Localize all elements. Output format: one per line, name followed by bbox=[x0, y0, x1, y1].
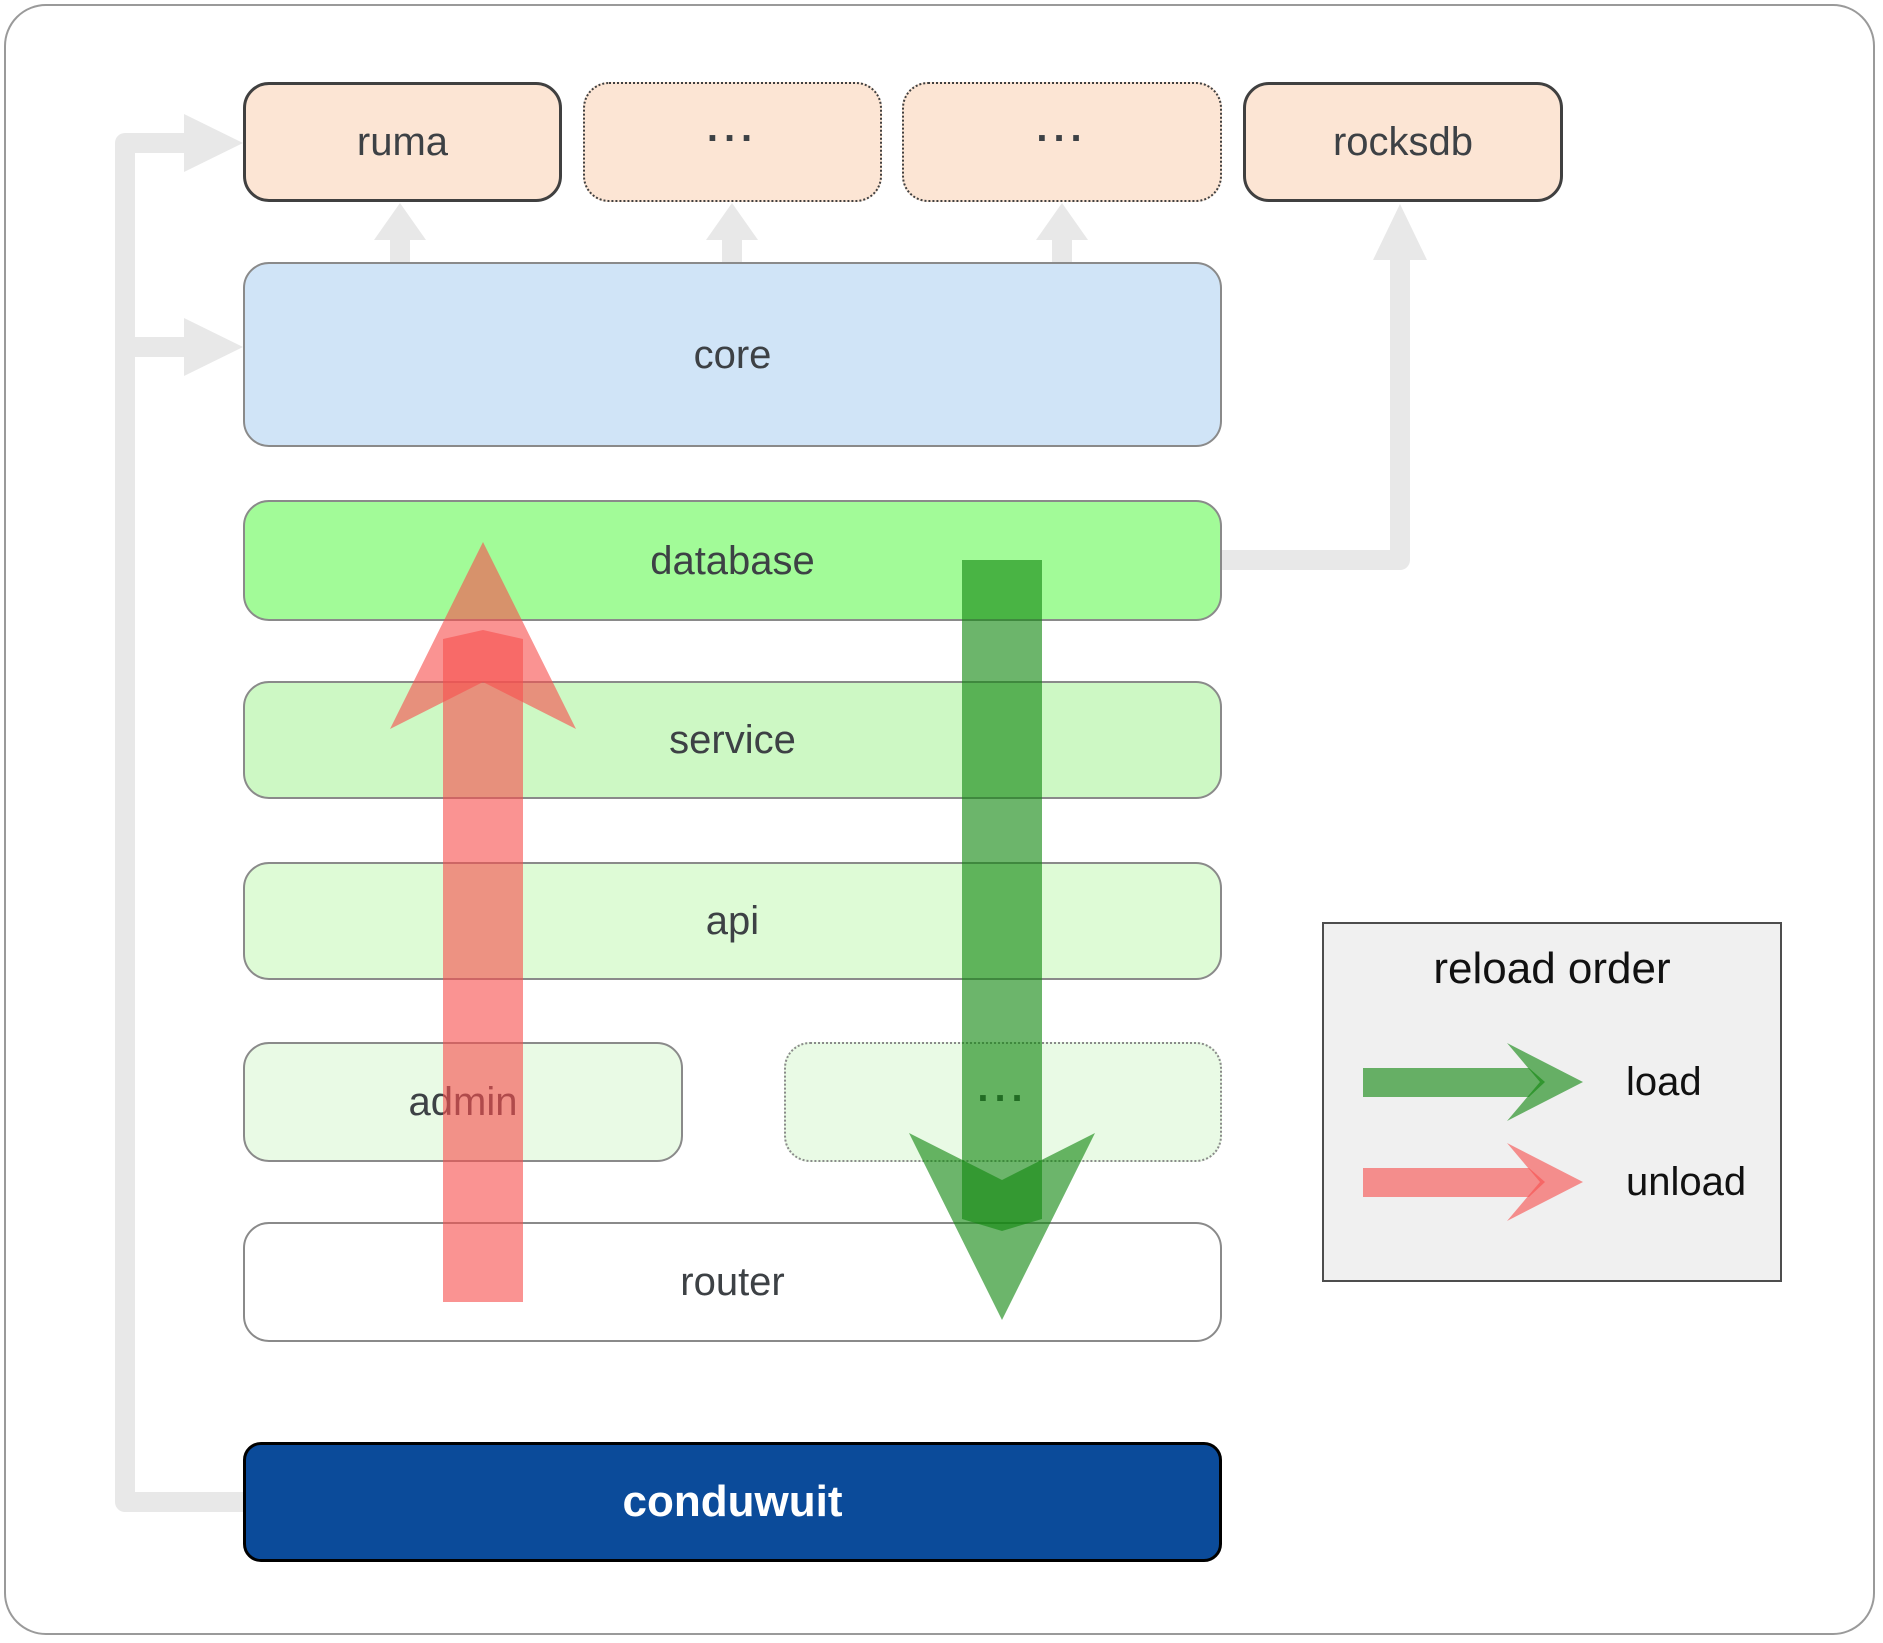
ellipsis-label: ... bbox=[1036, 106, 1088, 150]
box-admin: admin bbox=[243, 1042, 683, 1162]
box-ellipsis-2: ... bbox=[902, 82, 1222, 202]
box-label: ruma bbox=[356, 120, 449, 164]
box-rocksdb: rocksdb bbox=[1243, 82, 1563, 202]
box-label: service bbox=[669, 718, 796, 762]
box-ellipsis-1: ... bbox=[583, 82, 882, 202]
box-label: core bbox=[693, 332, 772, 377]
box-ruma: ruma bbox=[243, 82, 562, 202]
box-label: api bbox=[705, 899, 760, 943]
box-service: service bbox=[243, 681, 1222, 799]
box-api: api bbox=[243, 862, 1222, 980]
legend-title: reload order bbox=[1433, 944, 1671, 993]
box-conduwuit: conduwuit bbox=[243, 1442, 1222, 1562]
box-label: database bbox=[650, 538, 815, 583]
box-ellipsis-3: ... bbox=[784, 1042, 1222, 1162]
ellipsis-label: ... bbox=[706, 106, 759, 150]
box-database: database bbox=[243, 500, 1222, 621]
ellipsis-label: ... bbox=[977, 1066, 1029, 1110]
box-label: rocksdb bbox=[1332, 120, 1474, 164]
box-label: admin bbox=[408, 1080, 518, 1124]
box-router: router bbox=[243, 1222, 1222, 1342]
legend-unload-label: unload bbox=[1626, 1160, 1747, 1204]
outer-frame bbox=[4, 4, 1875, 1635]
box-core: core bbox=[243, 262, 1222, 447]
legend-load-label: load bbox=[1626, 1060, 1702, 1104]
box-label: router bbox=[680, 1260, 785, 1304]
box-label: conduwuit bbox=[622, 1477, 843, 1526]
